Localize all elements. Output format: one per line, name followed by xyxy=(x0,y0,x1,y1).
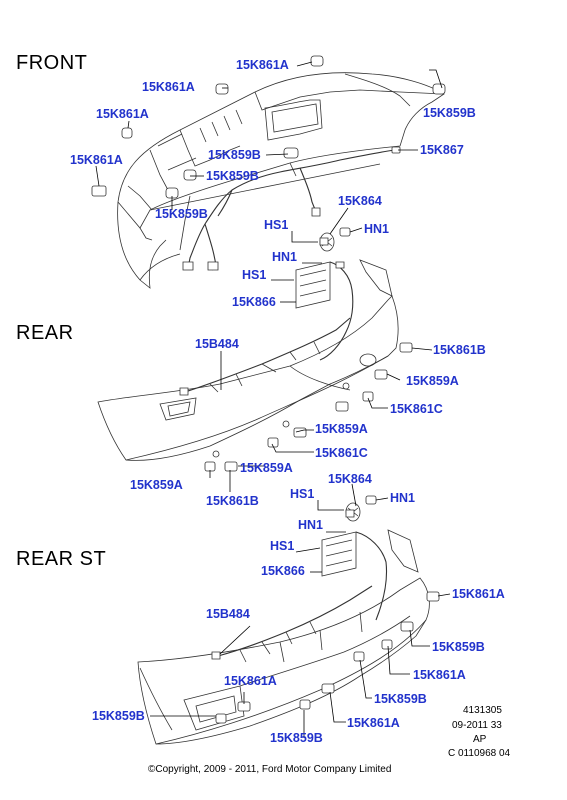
callout-15k859b-front-center[interactable]: 15K859B xyxy=(208,148,261,162)
callout-15k859a-rear-mid[interactable]: 15K859A xyxy=(240,461,293,475)
callout-15k859b-rearst-left[interactable]: 15K859B xyxy=(92,709,145,723)
callout-hn1-3[interactable]: HN1 xyxy=(390,491,416,505)
callout-hs1-4[interactable]: HS1 xyxy=(270,539,295,553)
callout-15k861b-rear-right[interactable]: 15K861B xyxy=(433,343,486,357)
callout-hn1-1[interactable]: HN1 xyxy=(364,222,390,236)
callout-15k861a-rearst-center[interactable]: 15K861A xyxy=(347,716,400,730)
meta-code: C 0110968 04 xyxy=(448,748,511,759)
callout-15k861c-rear-center[interactable]: 15K861C xyxy=(315,446,368,460)
callout-15k861a-rearst-right-low[interactable]: 15K861A xyxy=(413,668,466,682)
module-group-2 xyxy=(322,496,387,620)
module-group-1 xyxy=(296,228,353,360)
callout-15k859b-front-low[interactable]: 15K859B xyxy=(155,207,208,221)
callout-15k859b-front-right[interactable]: 15K859B xyxy=(423,106,476,120)
front-bumper-drawing xyxy=(92,56,445,288)
section-title-rear-st: REAR ST xyxy=(16,548,107,570)
section-title-rear: REAR xyxy=(16,322,74,344)
callout-hs1-1[interactable]: HS1 xyxy=(264,218,289,232)
callout-15k861a-front-left-low[interactable]: 15K861A xyxy=(70,153,123,167)
rear-bumper-drawing xyxy=(98,260,412,471)
callout-15k859a-rear-center[interactable]: 15K859A xyxy=(315,422,368,436)
callout-15k861b-rear-left[interactable]: 15K861B xyxy=(206,494,259,508)
callout-15k867[interactable]: 15K867 xyxy=(420,143,464,157)
callout-15k861a-front-left-mid[interactable]: 15K861A xyxy=(96,107,149,121)
callout-hs1-3[interactable]: HS1 xyxy=(290,487,315,501)
callout-hn1-4[interactable]: HN1 xyxy=(298,518,324,532)
callout-15k864-1[interactable]: 15K864 xyxy=(338,194,382,208)
meta-ap: AP xyxy=(473,734,487,745)
callout-15k859a-rear-left[interactable]: 15K859A xyxy=(130,478,183,492)
callout-15k859a-rear-right[interactable]: 15K859A xyxy=(406,374,459,388)
callout-15k859b-rearst-bottom[interactable]: 15K859B xyxy=(270,731,323,745)
section-title-front: FRONT xyxy=(16,52,88,74)
callout-15k864-2[interactable]: 15K864 xyxy=(328,472,372,486)
callout-15k861a-front-left-top[interactable]: 15K861A xyxy=(142,80,195,94)
callout-15k859b-rearst-right[interactable]: 15K859B xyxy=(432,640,485,654)
callout-15k861a-front-top[interactable]: 15K861A xyxy=(236,58,289,72)
copyright: ©Copyright, 2009 - 2011, Ford Motor Comp… xyxy=(148,764,392,775)
callout-15k866-1[interactable]: 15K866 xyxy=(232,295,276,309)
callout-15b484-rear[interactable]: 15B484 xyxy=(195,337,239,351)
callout-15b484-rearst[interactable]: 15B484 xyxy=(206,607,250,621)
callout-15k859b-front-mid[interactable]: 15K859B xyxy=(206,169,259,183)
callout-15k861a-rearst-right[interactable]: 15K861A xyxy=(452,587,505,601)
meta-ref: 4131305 xyxy=(463,705,502,716)
meta-date: 09-2011 33 xyxy=(452,720,502,731)
callout-hn1-2[interactable]: HN1 xyxy=(272,250,298,264)
callout-15k861c-rear-right[interactable]: 15K861C xyxy=(390,402,443,416)
callout-15k866-2[interactable]: 15K866 xyxy=(261,564,305,578)
callout-hs1-2[interactable]: HS1 xyxy=(242,268,267,282)
callout-15k859b-rearst-center[interactable]: 15K859B xyxy=(374,692,427,706)
callout-15k861a-rearst-left[interactable]: 15K861A xyxy=(224,674,277,688)
rear-st-bumper-drawing xyxy=(138,530,439,744)
